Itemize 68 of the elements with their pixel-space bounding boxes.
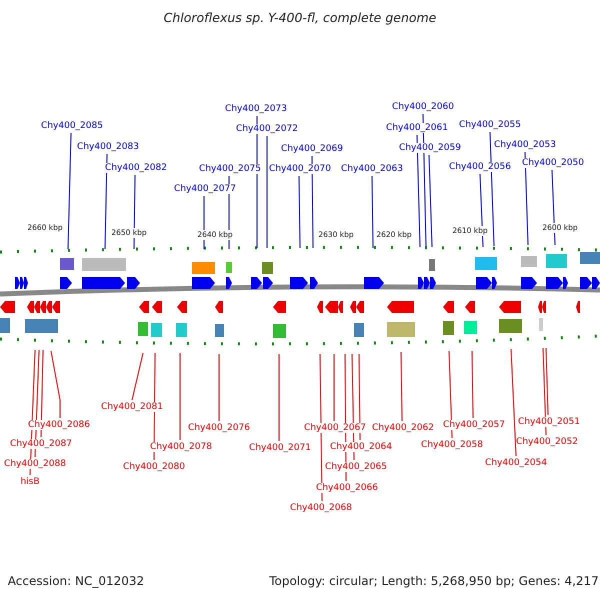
gene-label: hisB — [20, 477, 40, 487]
gene-label: Chy400_2053 — [494, 140, 556, 150]
leader-line — [542, 348, 546, 436]
gene-label: Chy400_2063 — [341, 164, 403, 174]
gene-label: Chy400_2066 — [316, 483, 378, 493]
leader-line — [358, 354, 360, 440]
gene-label: Chy400_2054 — [485, 458, 547, 468]
gene-label: Chy400_2086 — [28, 420, 90, 430]
gene-label: Chy400_2085 — [41, 121, 103, 131]
gene-label: Chy400_2073 — [225, 104, 287, 114]
gene-label: Chy400_2080 — [123, 462, 185, 472]
leader-line — [480, 174, 484, 248]
leader-line — [266, 136, 268, 248]
gene-label: Chy400_2064 — [330, 442, 392, 452]
leader-line — [40, 350, 44, 438]
gene-label: Chy400_2088 — [4, 459, 66, 469]
leader-line — [278, 354, 280, 442]
gene-label: Chy400_2072 — [236, 124, 298, 134]
gene-label: Chy400_2071 — [249, 443, 311, 453]
gene-label: Chy400_2082 — [105, 163, 167, 173]
leader-line — [134, 174, 136, 250]
leader-line — [524, 152, 528, 246]
gene-label: Chy400_2060 — [392, 102, 454, 112]
title: Chloroflexus sp. Y-400-fl, complete genome — [164, 13, 436, 23]
gene-label: Chy400_2081 — [101, 402, 163, 412]
gene-label: Chy400_2062 — [372, 423, 434, 433]
leader-line — [68, 132, 72, 250]
gene-label: Chy400_2075 — [199, 164, 261, 174]
gene-label: Chy400_2061 — [386, 123, 448, 133]
gene-label: Chy400_2077 — [174, 184, 236, 194]
leader-line — [422, 114, 426, 248]
accession-label: Accession: NC_012032 — [8, 576, 144, 586]
gene-label: Chy400_2067 — [304, 423, 366, 433]
gene-label: Chy400_2057 — [443, 420, 505, 430]
leader-line — [320, 354, 322, 502]
gene-label: Chy400_2087 — [10, 439, 72, 449]
gene-label: Chy400_2078 — [150, 442, 212, 452]
leader-line — [256, 116, 258, 248]
leader-line — [416, 134, 420, 248]
gene-label: Chy400_2058 — [421, 440, 483, 450]
leader-line — [132, 352, 144, 400]
gene-label: Chy400_2070 — [269, 164, 331, 174]
leader-line — [448, 350, 452, 438]
leader-line — [510, 348, 516, 456]
leader-line — [546, 348, 548, 416]
gene-label: Chy400_2076 — [188, 423, 250, 433]
leader-line — [312, 156, 314, 248]
leader-line — [50, 350, 60, 418]
gene-label: Chy400_2068 — [290, 503, 352, 513]
leader-line — [218, 354, 220, 422]
gene-label: Chy400_2055 — [459, 120, 521, 130]
gene-label: Chy400_2083 — [77, 142, 139, 152]
leader-line — [104, 154, 108, 250]
leader-line — [490, 132, 494, 246]
leader-line — [400, 352, 402, 422]
genome-stats-label: Topology: circular; Length: 5,268,950 bp; Genes: 4,217 — [269, 576, 599, 586]
leader-line — [552, 170, 556, 246]
leader-line — [298, 176, 300, 248]
gene-label: Chy400_2050 — [522, 158, 584, 168]
gene-label: Chy400_2052 — [516, 437, 578, 447]
gene-label: Chy400_2069 — [281, 144, 343, 154]
gene-label: Chy400_2059 — [399, 143, 461, 153]
leader-line — [372, 176, 374, 248]
leader-line — [472, 350, 474, 418]
gene-label: Chy400_2056 — [449, 162, 511, 172]
leader-line — [428, 154, 432, 248]
gene-label: Chy400_2051 — [518, 417, 580, 427]
gene-label: Chy400_2065 — [325, 462, 387, 472]
